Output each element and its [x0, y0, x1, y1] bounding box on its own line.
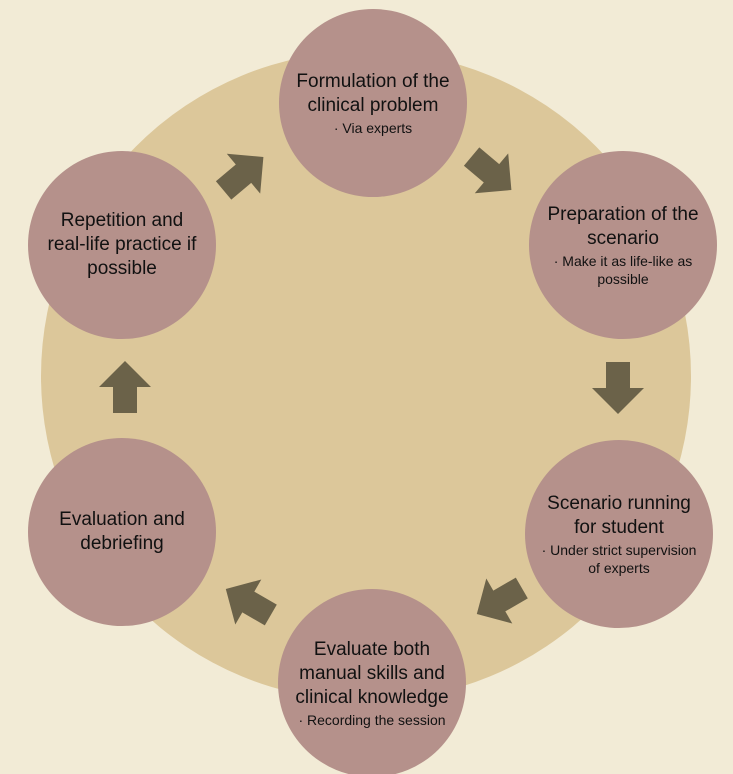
arrow-debriefing-to-repetition	[99, 361, 151, 413]
step-debriefing-node: Evaluation and debriefing	[28, 438, 216, 626]
step-detail: · Recording the session	[298, 711, 446, 728]
arrow-preparation-to-scenario-running	[592, 362, 644, 414]
step-formulation-node: Formulation of the clinical problem · Vi…	[279, 9, 467, 197]
step-detail: · Under strict supervision of experts	[541, 541, 697, 576]
step-title: Preparation of the scenario	[547, 203, 699, 249]
arrow-evaluate-skills-to-debriefing	[225, 579, 277, 626]
step-preparation-node: Preparation of the scenario · Make it as…	[529, 151, 717, 339]
arrow-scenario-running-to-evaluate-skills	[476, 577, 528, 624]
step-detail: · Make it as life-like as possible	[553, 252, 693, 287]
arrow-repetition-to-formulation	[215, 153, 264, 200]
step-title: Scenario running for student	[547, 492, 691, 538]
step-evaluate-skills-node: Evaluate both manual skills and clinical…	[278, 589, 466, 774]
step-repetition-node: Repetition and real-life practice if pos…	[28, 151, 216, 339]
step-title: Formulation of the clinical problem	[296, 70, 450, 116]
step-title: Evaluation and debriefing	[59, 509, 185, 554]
step-scenario-running-node: Scenario running for student · Under str…	[525, 440, 713, 628]
step-title: Evaluate both manual skills and clinical…	[295, 638, 449, 708]
step-title: Repetition and real-life practice if pos…	[47, 210, 197, 279]
step-detail: · Via experts	[333, 119, 413, 136]
arrow-formulation-to-preparation	[463, 147, 512, 194]
